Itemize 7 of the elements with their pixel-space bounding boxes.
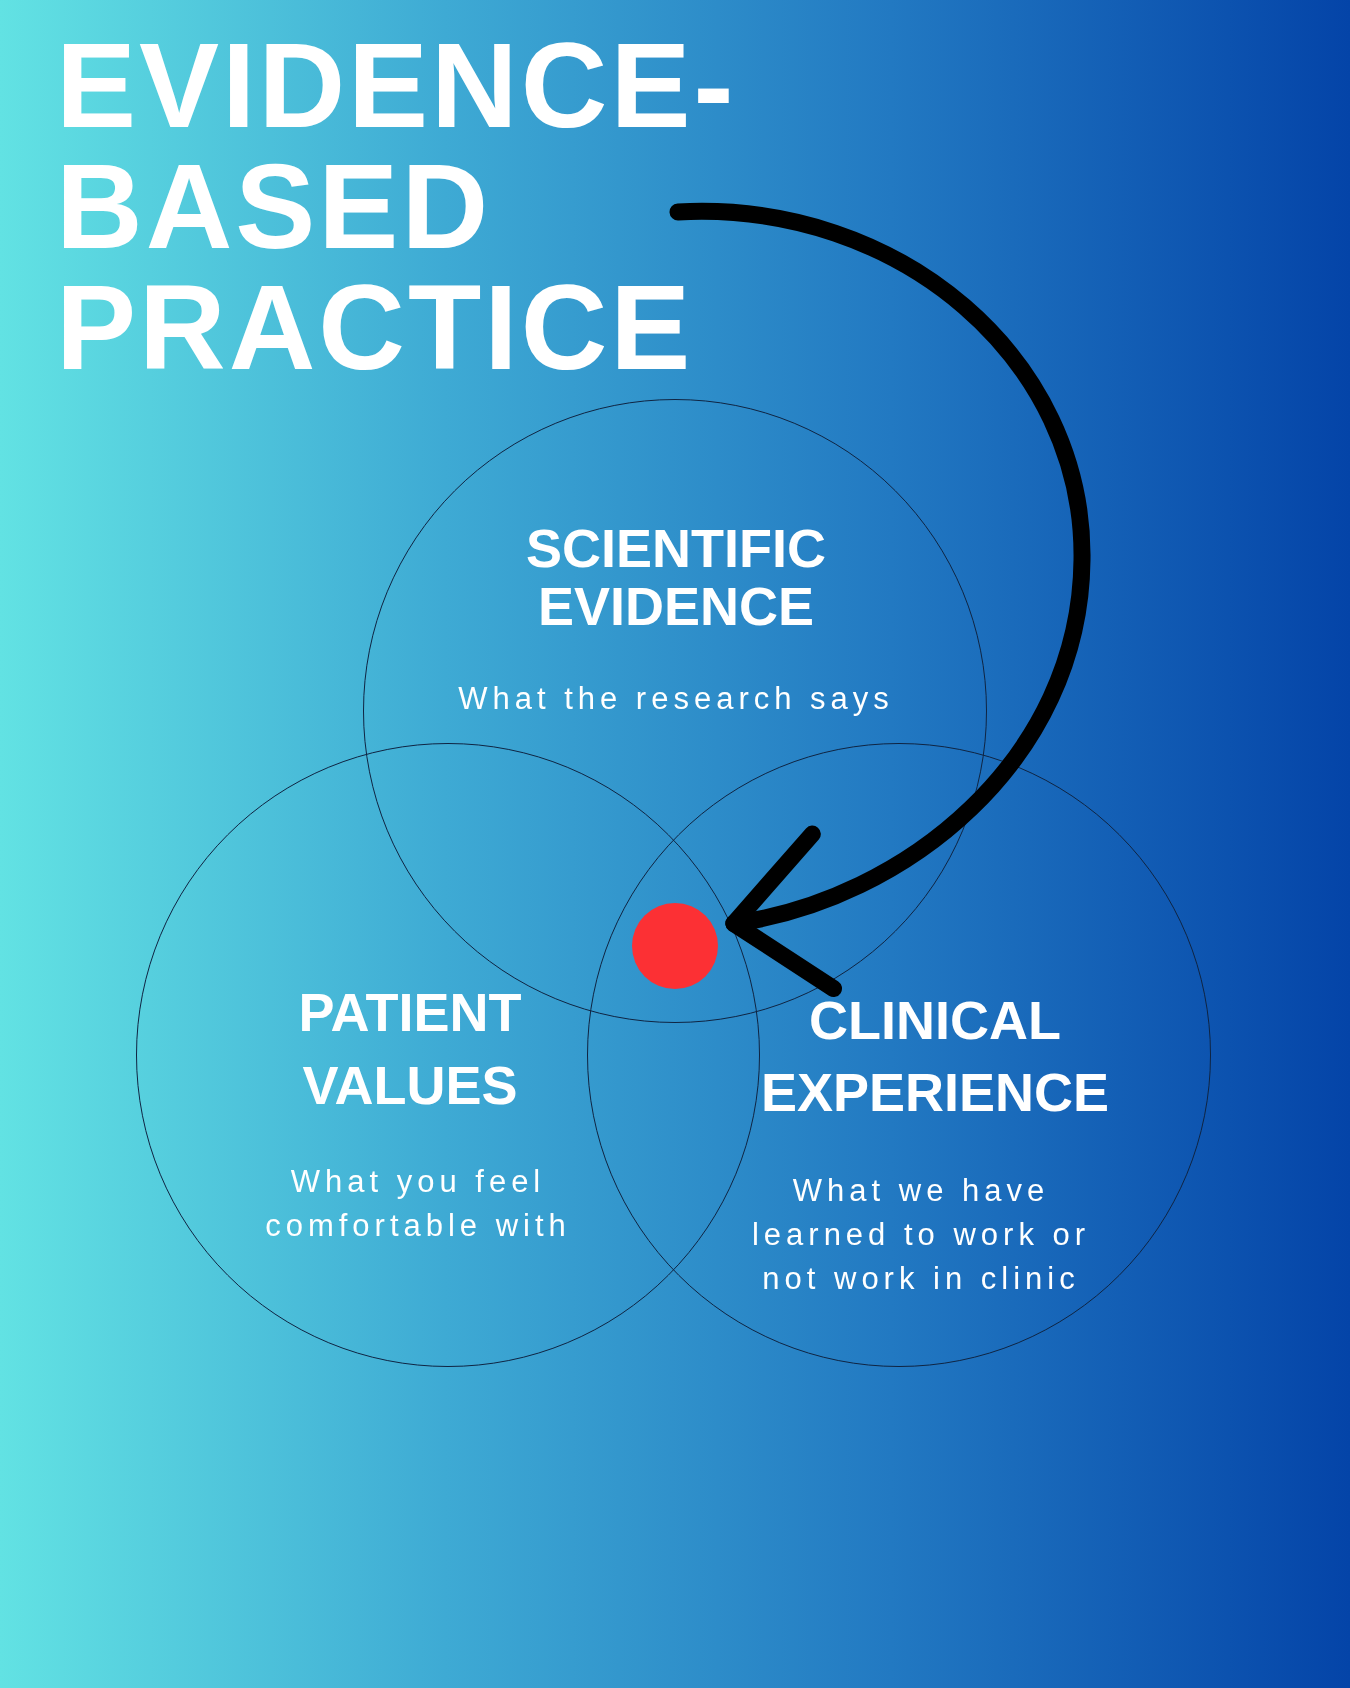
circle-description: What the research says <box>457 680 895 718</box>
circle-heading: SCIENTIFIC EVIDENCE <box>525 519 827 635</box>
circle-description: What you feel comfortable with <box>264 1163 572 1245</box>
circle-heading: PATIENT VALUES <box>297 981 523 1117</box>
circle-heading: CLINICAL EXPERIENCE <box>759 989 1111 1124</box>
circle-description: What we have learned to work or not work in clinic <box>750 1172 1092 1298</box>
page-title: EVIDENCE-BASED PRACTICE <box>56 25 738 388</box>
